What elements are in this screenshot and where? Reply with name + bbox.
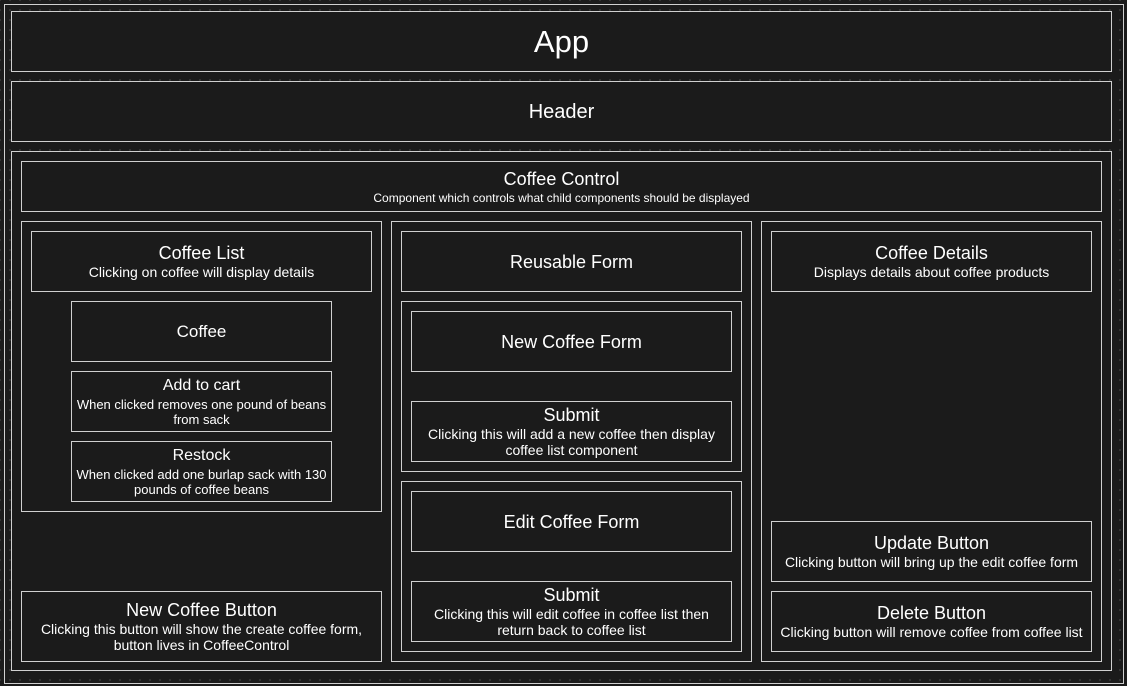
edit-coffee-form-node: Edit Coffee Form bbox=[411, 491, 732, 552]
restock-description: When clicked add one burlap sack with 13… bbox=[76, 467, 327, 497]
delete-button-node: Delete Button Clicking button will remov… bbox=[771, 591, 1092, 652]
new-coffee-form-title: New Coffee Form bbox=[501, 331, 642, 352]
coffee-control-node: Coffee Control Component which controls … bbox=[21, 161, 1102, 212]
header-node: Header bbox=[11, 81, 1112, 142]
coffee-details-node: Coffee Details Displays details about co… bbox=[771, 231, 1092, 292]
update-button-title: Update Button bbox=[873, 533, 990, 553]
app-title: App bbox=[533, 23, 590, 59]
new-coffee-form-node: New Coffee Form bbox=[411, 311, 732, 372]
update-button-node: Update Button Clicking button will bring… bbox=[771, 521, 1092, 582]
new-coffee-submit-description: Clicking this will add a new coffee then… bbox=[428, 426, 715, 458]
new-coffee-button-title: New Coffee Button bbox=[126, 600, 277, 620]
reusable-form-title: Reusable Form bbox=[509, 251, 634, 272]
add-to-cart-node: Add to cart When clicked removes one pou… bbox=[71, 371, 332, 432]
coffee-title: Coffee bbox=[176, 321, 227, 341]
restock-title: Restock bbox=[172, 447, 231, 464]
delete-button-description: Clicking button will remove coffee from … bbox=[780, 624, 1083, 640]
coffee-control-description: Component which controls what child comp… bbox=[373, 190, 750, 205]
edit-coffee-submit-node: Submit Clicking this will edit coffee in… bbox=[411, 581, 732, 642]
delete-button-title: Delete Button bbox=[876, 603, 987, 623]
coffee-list-title: Coffee List bbox=[158, 243, 245, 263]
coffee-details-container bbox=[761, 221, 1102, 662]
restock-node: Restock When clicked add one burlap sack… bbox=[71, 441, 332, 502]
coffee-details-title: Coffee Details bbox=[875, 243, 988, 263]
coffee-list-node: Coffee List Clicking on coffee will disp… bbox=[31, 231, 372, 292]
coffee-list-description: Clicking on coffee will display details bbox=[88, 264, 315, 280]
coffee-node: Coffee bbox=[71, 301, 332, 362]
update-button-description: Clicking button will bring up the edit c… bbox=[784, 554, 1079, 570]
app-node: App bbox=[11, 11, 1112, 72]
add-to-cart-description: When clicked removes one pound of beans … bbox=[76, 397, 327, 427]
new-coffee-submit-title: Submit bbox=[543, 405, 600, 425]
reusable-form-node: Reusable Form bbox=[401, 231, 742, 292]
new-coffee-button-description: Clicking this button will show the creat… bbox=[40, 621, 363, 653]
edit-coffee-submit-description: Clicking this will edit coffee in coffee… bbox=[434, 606, 709, 638]
new-coffee-button-node: New Coffee Button Clicking this button w… bbox=[21, 591, 382, 662]
coffee-details-description: Displays details about coffee products bbox=[813, 264, 1050, 280]
new-coffee-submit-node: Submit Clicking this will add a new coff… bbox=[411, 401, 732, 462]
coffee-control-title: Coffee Control bbox=[503, 168, 620, 189]
header-title: Header bbox=[528, 100, 595, 123]
edit-coffee-submit-title: Submit bbox=[543, 585, 600, 605]
edit-coffee-form-title: Edit Coffee Form bbox=[503, 511, 640, 532]
diagram-root bbox=[4, 4, 1124, 684]
add-to-cart-title: Add to cart bbox=[162, 377, 241, 394]
